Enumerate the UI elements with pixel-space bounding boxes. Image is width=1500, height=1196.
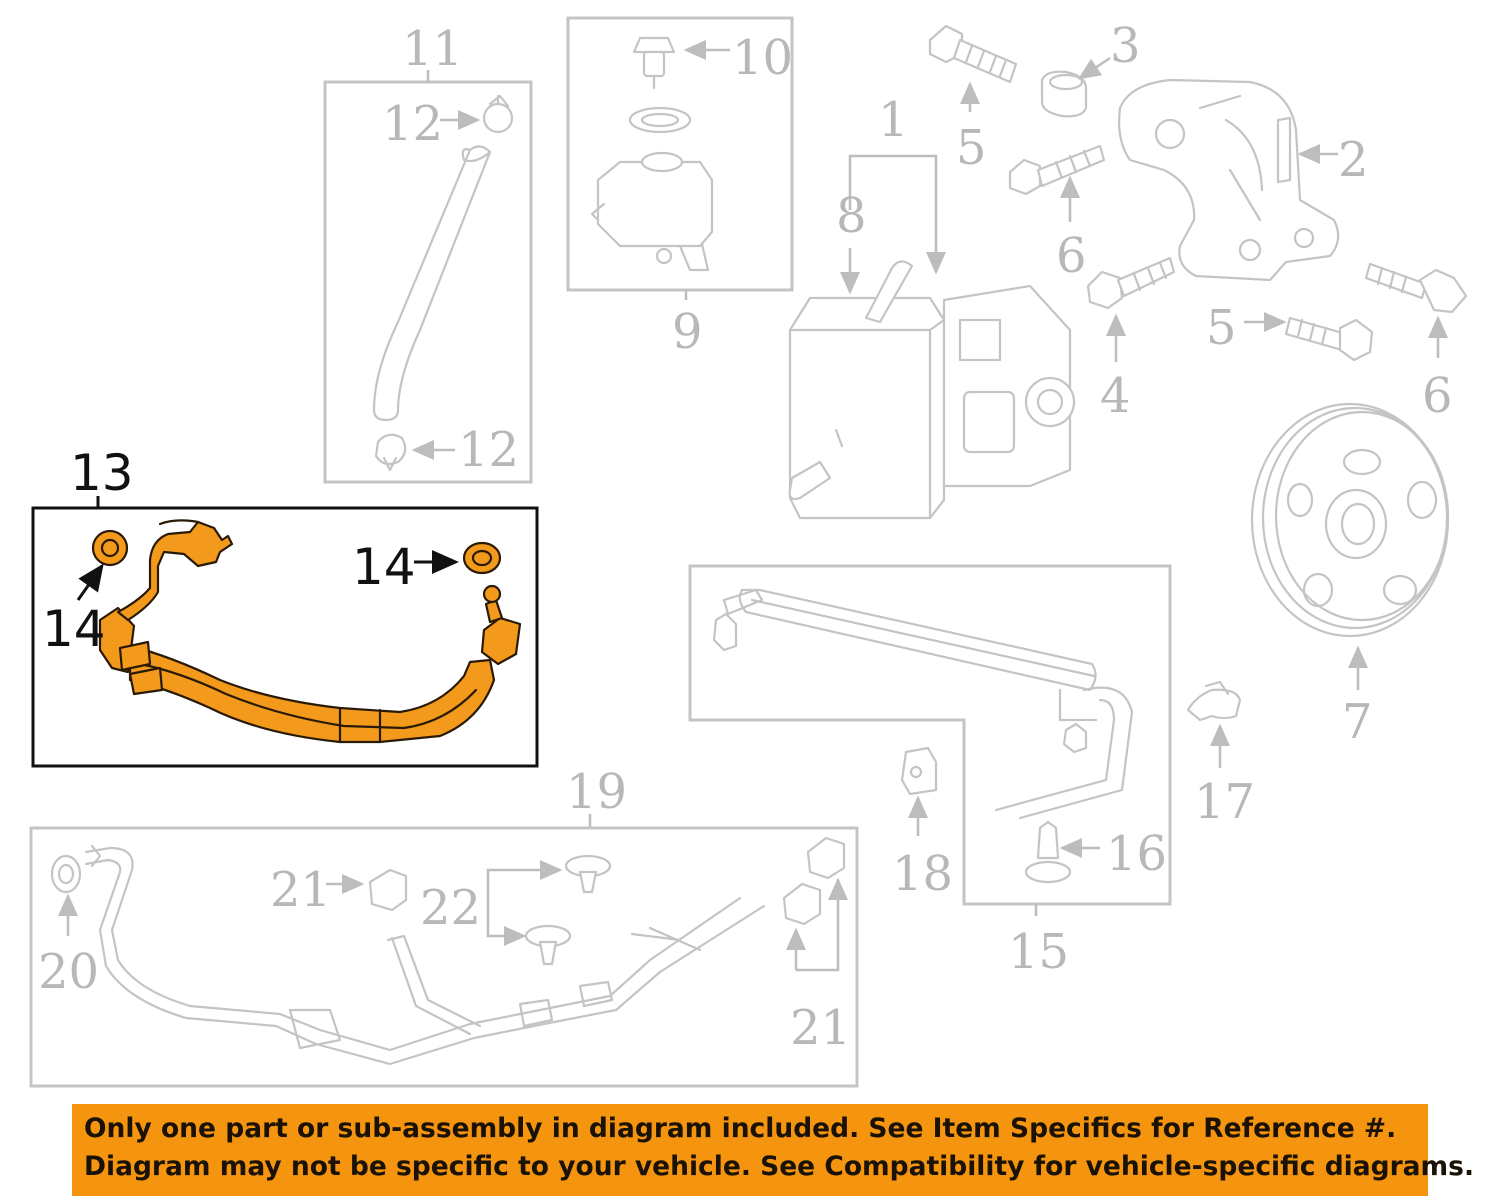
callout-20: 20 [38,944,99,1000]
callout-18: 18 [892,846,953,902]
part-9-reservoir-group: 10 9 [566,16,794,360]
part-19-return-hose-group: 19 20 21 22 [29,764,859,1088]
callout-14-right: 14 [352,538,416,596]
callout-12-bottom: 12 [458,422,519,478]
part-19-box [29,826,859,1088]
callout-17: 17 [1194,774,1255,830]
clip-17 [1186,680,1242,722]
o-ring-left [91,529,129,567]
reservoir-cap [632,36,676,90]
callout-1: 1 [878,92,909,148]
o-ring-20 [50,854,82,894]
callout-4: 4 [1100,368,1131,424]
callout-11: 11 [402,21,463,77]
callout-5-right: 5 [1206,300,1237,356]
push-pin-22-top [564,854,612,894]
hose-clamp-top [482,94,514,134]
part-2-bracket [1118,78,1340,282]
bolt-5-right [1284,316,1374,362]
bolts-group: 5 3 6 4 5 [928,18,1468,424]
callout-14-left: 14 [42,600,106,658]
bolt-6-right [1364,262,1468,314]
callout-16: 16 [1106,826,1167,882]
callout-12-top: 12 [382,96,443,152]
part-11-reservoir-hose-group: 11 12 12 [323,21,533,484]
power-steering-cooler [712,588,1134,820]
push-pin-16 [1024,820,1072,884]
clip-21-left [368,868,408,912]
part-15-cooler-group: 16 15 [688,564,1172,980]
clip-18 [900,746,938,796]
part-13-pressure-hose-group: 13 14 14 [31,444,539,768]
callout-10: 10 [732,30,793,86]
callout-5-top: 5 [956,120,987,176]
clip-21-right [782,836,846,926]
callout-19: 19 [566,764,627,820]
spacer-3 [1040,70,1088,118]
disclaimer-line-1: Only one part or sub-assembly in diagram… [84,1113,1397,1144]
return-hose [84,844,766,1066]
part-7-pulley [1250,402,1450,638]
push-pin-22-bottom [524,924,572,966]
power-steering-pump-group: 1 8 [788,92,1076,520]
o-ring-right [462,541,502,575]
pressure-hose-assembly-highlighted [98,519,522,744]
callout-21-left: 21 [270,862,331,918]
reservoir-hose [372,145,492,422]
callout-9: 9 [672,304,703,360]
part-13-box [31,506,539,768]
power-steering-pump [788,260,1076,520]
reservoir-body [590,151,714,272]
callout-6-top: 6 [1056,228,1087,284]
callout-3: 3 [1110,18,1141,74]
bolt-4 [1086,256,1176,310]
part-15-box [688,564,1172,906]
callout-7: 7 [1342,694,1373,750]
callout-15: 15 [1008,924,1069,980]
callout-8: 8 [836,188,867,244]
callout-22: 22 [420,880,481,936]
callout-2: 2 [1338,132,1369,188]
part-9-box [566,16,794,292]
disclaimer-banner: Only one part or sub-assembly in diagram… [72,1104,1475,1196]
callout-21-right: 21 [790,1000,851,1056]
bolt-6-top [1008,144,1106,196]
hose-clamp-bottom [374,433,407,472]
callout-6-right: 6 [1422,368,1453,424]
disclaimer-line-2: Diagram may not be specific to your vehi… [84,1151,1475,1182]
callout-13: 13 [70,444,134,502]
reservoir-seal-ring [628,106,692,134]
bolt-5-top [928,24,1018,84]
